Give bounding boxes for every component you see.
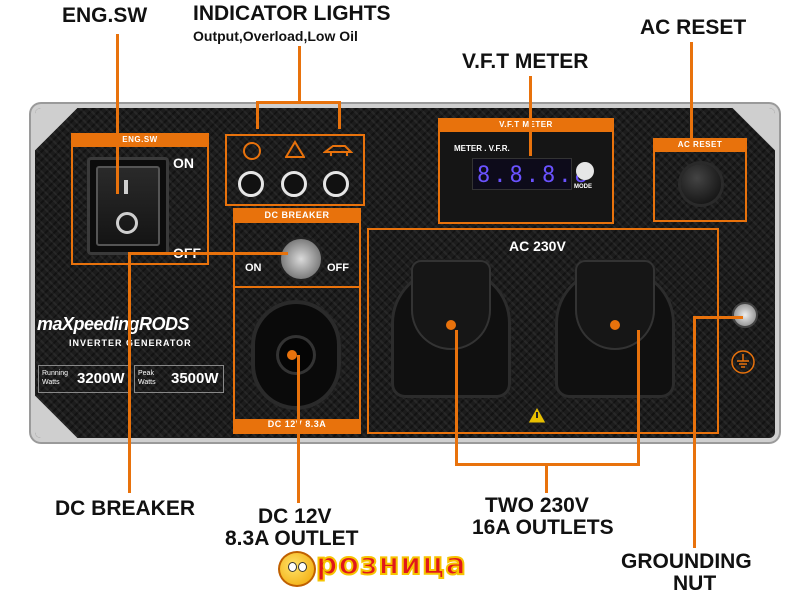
callout-indicator-sub: Output,Overload,Low Oil — [193, 28, 358, 44]
ac-outlets-box: AC 230V — [367, 228, 719, 434]
indicator-lights-box — [225, 134, 365, 206]
brand-logo: maXpeedingRODS — [37, 314, 190, 334]
output-light — [238, 171, 264, 197]
callout-ac-reset: AC RESET — [640, 16, 747, 39]
ac-outlet-right[interactable] — [555, 260, 675, 398]
dc-outlet-divider — [235, 286, 359, 288]
watermark: розница — [278, 545, 530, 589]
mode-button[interactable] — [576, 162, 594, 180]
vft-label: V.F.T METER — [440, 120, 612, 132]
peak-watts-label: Peak Watts — [138, 370, 156, 386]
low-oil-icon — [323, 145, 353, 156]
dc-section-box: DC BREAKER ON OFF DC 12V 8.3A — [233, 208, 361, 434]
leader-outlets-r — [637, 330, 640, 465]
callout-ground-1: GROUNDING — [621, 550, 752, 573]
callout-dc-outlet-1: DC 12V — [258, 505, 332, 528]
ac-reset-button[interactable] — [681, 164, 721, 204]
peak-watts-value: 3500W — [171, 370, 219, 387]
dc-12v-outlet[interactable] — [251, 300, 341, 410]
on-glyph-icon — [124, 180, 128, 194]
warning-triangle-icon — [527, 406, 547, 424]
eng-on-label: ON — [173, 155, 194, 171]
leader-eng-sw — [116, 34, 119, 194]
overload-warning-icon — [285, 140, 305, 158]
meter-caption: METER . V.F.R. — [454, 144, 510, 153]
callout-dc-outlet-2: 8.3A OUTLET — [225, 527, 359, 550]
leader-vft — [529, 76, 532, 156]
running-watts-box: Running Watts 3200W — [38, 365, 130, 393]
watermark-text: розница — [315, 546, 467, 583]
callout-dc-breaker: DC BREAKER — [55, 497, 196, 520]
mode-label: MODE — [574, 184, 592, 190]
leader-outlets-stem — [545, 463, 548, 493]
leader-ground-v — [693, 316, 696, 548]
ac-230v-label: AC 230V — [509, 238, 566, 254]
leader-dc-breaker-h — [128, 252, 288, 255]
watermark-mascot-icon — [278, 551, 316, 587]
vft-display: 8.8.8.8 — [472, 158, 588, 190]
breaker-on-label: ON — [245, 262, 262, 274]
eng-sw-label: ENG.SW — [73, 135, 207, 147]
off-glyph-icon — [116, 212, 138, 234]
leader-dc-outlet — [297, 355, 300, 503]
leader-ac-reset — [690, 42, 693, 142]
leader-ground-h — [693, 316, 743, 319]
running-watts-label: Running Watts — [42, 370, 69, 386]
leader-dc-breaker-v — [128, 253, 131, 493]
generator-panel: ENG.SW ON OFF DC BREAKER ON OFF DC 12 — [35, 108, 775, 438]
leader-indicator-r — [338, 101, 341, 129]
output-indicator-icon — [243, 142, 261, 160]
ground-symbol-icon — [731, 350, 755, 374]
callout-vft-meter: V.F.T METER — [462, 50, 589, 73]
overload-light — [281, 171, 307, 197]
running-watts-value: 3200W — [77, 370, 125, 387]
grounding-nut[interactable] — [732, 302, 758, 328]
engine-rocker-switch[interactable] — [87, 157, 169, 255]
leader-indicator-h — [256, 101, 340, 104]
callout-indicator-lights: INDICATOR LIGHTS — [193, 2, 391, 25]
leader-outlets-l — [455, 330, 458, 465]
eng-sw-box: ENG.SW ON OFF — [71, 133, 209, 265]
ac-reset-label: AC RESET — [655, 140, 745, 152]
vft-meter-box: V.F.T METER METER . V.F.R. 8.8.8.8 MODE — [438, 118, 614, 224]
leader-indicator-v — [298, 46, 301, 102]
leader-indicator-l — [256, 101, 259, 129]
peak-watts-box: Peak Watts 3500W — [134, 365, 224, 393]
callout-outlets-1: TWO 230V — [485, 494, 589, 517]
dc-breaker-label: DC BREAKER — [235, 210, 359, 223]
dc-breaker-knob[interactable] — [279, 237, 323, 281]
callout-ground-2: NUT — [673, 572, 717, 595]
callout-outlets-2: 16A OUTLETS — [472, 516, 614, 539]
breaker-off-label: OFF — [327, 262, 349, 274]
ac-reset-box: AC RESET — [653, 138, 747, 222]
low-oil-light — [323, 171, 349, 197]
lcd-digits: 8.8.8.8 — [477, 163, 591, 188]
ac-outlet-left[interactable] — [391, 260, 511, 398]
callout-eng-sw: ENG.SW — [62, 4, 148, 27]
